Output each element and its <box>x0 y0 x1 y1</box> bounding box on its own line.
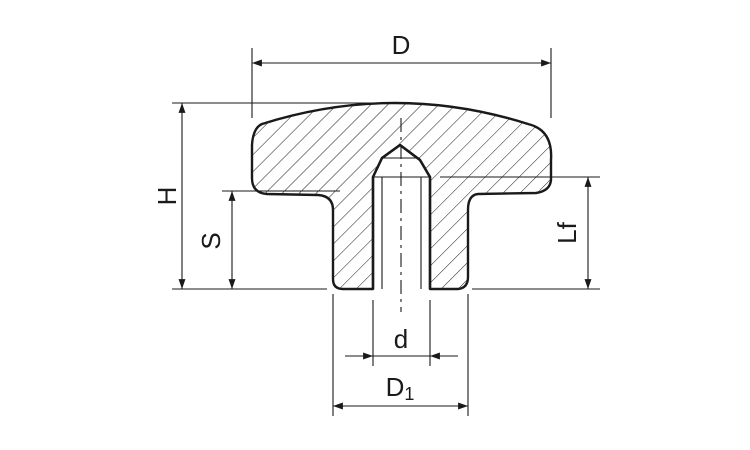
label-H: H <box>152 187 182 206</box>
extension-lines <box>172 48 600 416</box>
label-Lf: Lf <box>552 221 582 243</box>
label-S: S <box>196 232 226 249</box>
label-D1-main: D <box>386 372 405 402</box>
label-d: d <box>394 324 408 354</box>
label-D: D <box>392 30 411 60</box>
knob-body-section <box>250 101 553 291</box>
label-D1: D1 <box>386 372 415 404</box>
label-D1-sub: 1 <box>404 384 414 404</box>
dimension-lines <box>178 59 592 410</box>
